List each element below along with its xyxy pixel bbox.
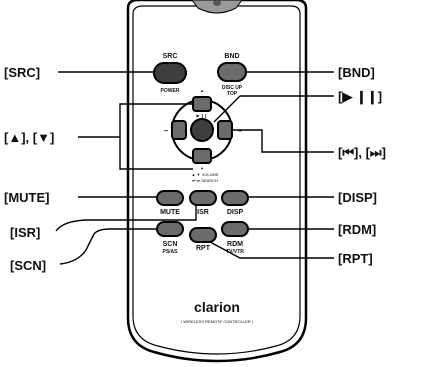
skip-back-indicator-icon: ⏮ bbox=[164, 128, 168, 133]
rdm-label: RDM bbox=[227, 241, 243, 248]
src-sub-label: POWER bbox=[161, 88, 180, 94]
disp-label: DISP bbox=[227, 209, 244, 216]
scn-sub-label: PS/AS bbox=[162, 249, 178, 255]
skip-forward-button[interactable] bbox=[217, 120, 233, 140]
up-arrow-indicator-icon: ▲ bbox=[200, 88, 204, 93]
rpt-button[interactable] bbox=[189, 227, 217, 243]
isr-label: ISR bbox=[197, 209, 209, 216]
bnd-label: BND bbox=[224, 53, 239, 60]
rpt-label: RPT bbox=[196, 245, 211, 252]
leader-isr bbox=[55, 205, 197, 232]
leader-rpt bbox=[209, 241, 334, 259]
scn-button[interactable] bbox=[156, 221, 184, 237]
callout-disp: [DISP] bbox=[338, 190, 377, 205]
down-button[interactable] bbox=[192, 148, 212, 164]
callout-skip: [⏮], [⏭] bbox=[338, 145, 386, 160]
callout-rdm: [RDM] bbox=[338, 222, 376, 237]
callout-play-pause: [▶ ❙❙] bbox=[338, 89, 382, 105]
bnd-button[interactable] bbox=[217, 62, 247, 82]
dpad: ▲ ▼ ⏮ ⏭ ▶ ❙❙ bbox=[164, 88, 242, 171]
callout-up-down: [▲], [▼] bbox=[4, 130, 54, 145]
leader-scn bbox=[59, 228, 157, 265]
up-button[interactable] bbox=[192, 96, 212, 112]
mute-label: MUTE bbox=[160, 209, 180, 216]
bnd-sub-label: DISC UP bbox=[222, 85, 243, 91]
leader-skip bbox=[232, 129, 334, 153]
skip-back-button[interactable] bbox=[171, 120, 187, 140]
callout-mute: [MUTE] bbox=[4, 190, 50, 205]
brand-logo: clarion bbox=[194, 299, 240, 315]
rdm-button[interactable] bbox=[221, 221, 249, 237]
scn-label: SCN bbox=[163, 241, 178, 248]
down-arrow-indicator-icon: ▼ bbox=[200, 166, 204, 171]
leader-lines bbox=[55, 71, 334, 265]
volume-caption: ▲ ▼ VOLUME bbox=[191, 172, 218, 177]
search-caption: ⏮ ⏭ SEARCH bbox=[192, 178, 218, 183]
disp-button[interactable] bbox=[221, 190, 249, 206]
src-button[interactable] bbox=[153, 62, 187, 84]
play-pause-button[interactable] bbox=[190, 118, 214, 142]
mute-button[interactable] bbox=[156, 190, 184, 206]
ir-emitter bbox=[191, 0, 243, 14]
brand-tagline: • WIRELESS REMOTE CONTROLLER • bbox=[181, 319, 254, 324]
rdm-sub-label: TV/VTR bbox=[226, 249, 244, 255]
callout-isr: [ISR] bbox=[10, 225, 40, 240]
callout-src: [SRC] bbox=[4, 65, 40, 80]
bnd-sub-label-2: TOP bbox=[227, 91, 238, 97]
callout-bnd: [BND] bbox=[338, 65, 375, 80]
play-pause-icon: ▶ ❙❙ bbox=[197, 113, 208, 118]
remote-body bbox=[126, 0, 308, 363]
callout-scn: [SCN] bbox=[10, 258, 46, 273]
isr-button[interactable] bbox=[189, 190, 217, 206]
callout-rpt: [RPT] bbox=[338, 251, 373, 266]
src-label: SRC bbox=[163, 53, 178, 60]
leader-play-diag bbox=[213, 95, 241, 123]
